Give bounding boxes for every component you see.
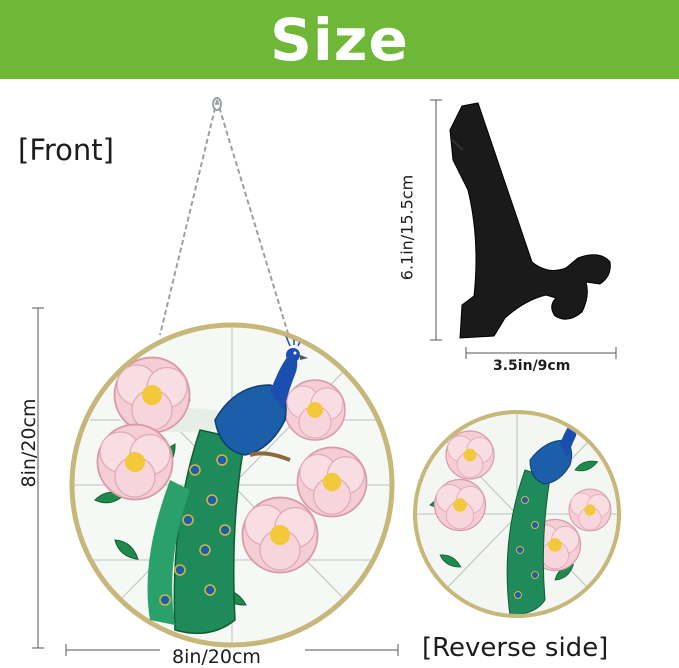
banner-title: Size <box>270 5 409 74</box>
reverse-label: [Reverse side] <box>422 633 609 663</box>
size-banner: Size <box>0 0 679 79</box>
front-width-dimension <box>65 644 399 656</box>
stand-height-dimension <box>430 99 442 341</box>
chain-icon <box>159 97 291 341</box>
front-label: [Front] <box>18 133 114 167</box>
peacock-suncatcher-front <box>69 322 395 648</box>
plate-stand-icon <box>449 102 611 339</box>
peacock-suncatcher-reverse <box>413 410 621 618</box>
stand-width-label: 3.5in/9cm <box>493 358 571 374</box>
front-width-label: 8in/20cm <box>172 646 261 668</box>
front-height-dimension <box>32 307 44 649</box>
stand-width-dimension <box>465 347 617 359</box>
